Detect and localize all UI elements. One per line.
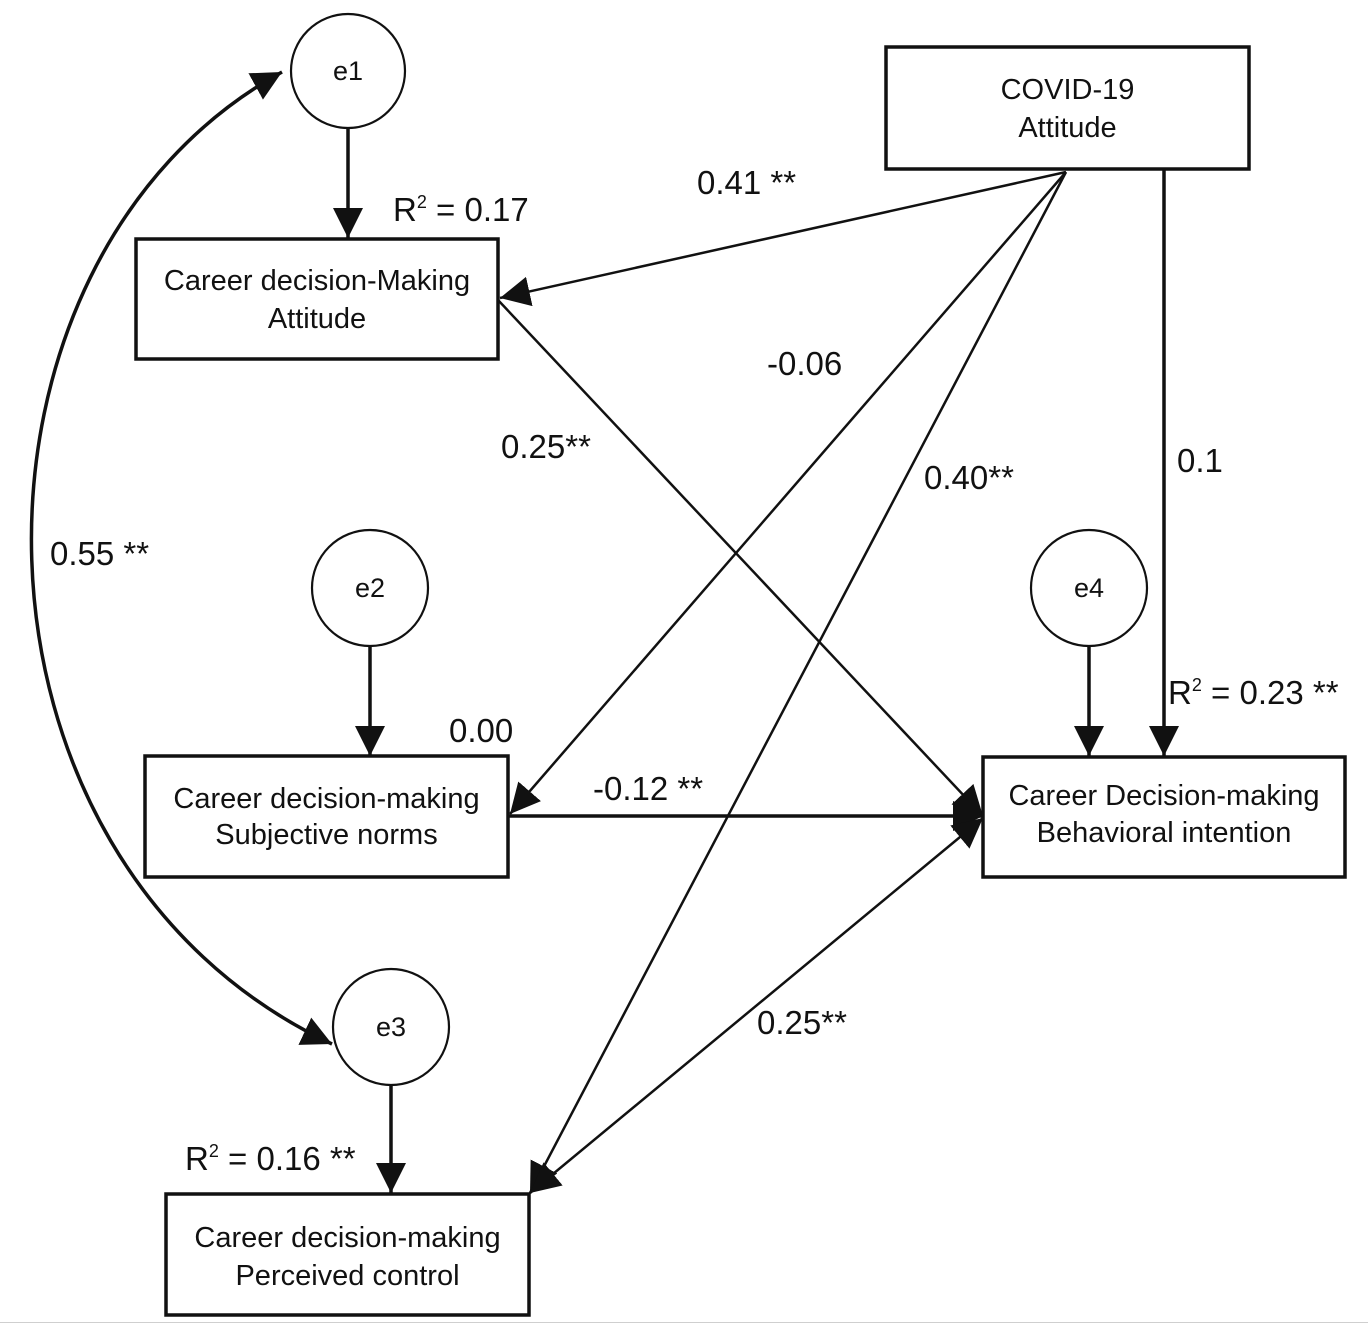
coef-covid-to-control: 0.40**: [924, 459, 1014, 496]
career-attitude-line1: Career decision-Making: [164, 265, 470, 297]
covid-attitude-node: COVID-19 Attitude: [884, 45, 1251, 171]
behavioral-intention-line2: Behavioral intention: [1037, 817, 1292, 849]
e2-error-node: e2: [310, 528, 430, 648]
behavioral-intention-node: Career Decision-making Behavioral intent…: [981, 755, 1347, 879]
r-squared-intention: R2 = 0.23 **: [1168, 674, 1339, 711]
perceived-control-node: Career decision-making Perceived control: [164, 1192, 531, 1317]
bottom-divider: [0, 1322, 1368, 1323]
coef-covid-to-intention: 0.1: [1177, 442, 1223, 479]
e1-label: e1: [333, 56, 363, 86]
coef-control-to-intention: 0.25**: [757, 1004, 847, 1041]
r-squared-attitude: R2 = 0.17: [393, 191, 529, 228]
covid-attitude-line1: COVID-19: [1001, 74, 1135, 106]
career-attitude-line2: Attitude: [268, 303, 366, 335]
behavioral-intention-line1: Career Decision-making: [1008, 780, 1319, 812]
covid-to-norms-arrow: [509, 171, 1067, 815]
coef-norms-label: 0.00: [449, 712, 513, 749]
covid-attitude-line2: Attitude: [1018, 112, 1116, 144]
subjective-norms-node: Career decision-making Subjective norms: [143, 754, 510, 879]
e3-label: e3: [376, 1012, 406, 1042]
coef-covid-to-norms: -0.06: [767, 345, 842, 382]
e3-error-node: e3: [331, 967, 451, 1087]
coef-norms-to-intention: -0.12 **: [593, 770, 703, 807]
career-attitude-node: Career decision-Making Attitude: [134, 237, 500, 361]
covid-to-attitude-arrow: [499, 170, 1067, 307]
coef-attitude-to-intention: 0.25**: [501, 428, 591, 465]
e1-error-node: e1: [289, 12, 407, 130]
coef-e1-e3-covariance: 0.55 **: [50, 535, 149, 572]
perceived-control-line2: Perceived control: [235, 1260, 459, 1292]
e4-label: e4: [1074, 573, 1104, 603]
e1-e3-covariance-arrow: [29, 70, 333, 1046]
subjective-norms-line2: Subjective norms: [215, 819, 437, 851]
subjective-norms-line1: Career decision-making: [173, 783, 479, 815]
e2-label: e2: [355, 573, 385, 603]
attitude-to-intention-arrow: [497, 299, 984, 817]
coef-covid-to-attitude: 0.41 **: [697, 164, 796, 201]
control-intention-arrow: [529, 817, 984, 1194]
r-squared-control: R2 = 0.16 **: [185, 1140, 356, 1177]
e4-error-node: e4: [1029, 528, 1149, 648]
perceived-control-line1: Career decision-making: [194, 1222, 500, 1254]
